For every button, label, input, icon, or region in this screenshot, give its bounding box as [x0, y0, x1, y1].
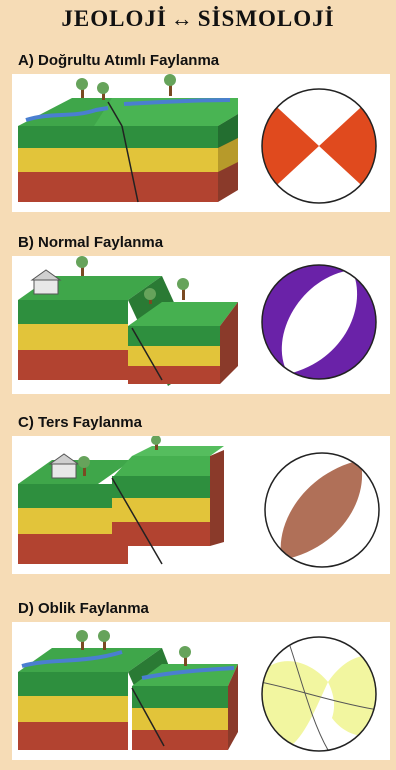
section-label: A) Doğrultu Atımlı Faylanma [18, 52, 219, 69]
double-arrow-icon: ↔ [171, 6, 194, 32]
focal-mechanism-beachball [12, 436, 390, 574]
section-label: C) Ters Faylanma [18, 414, 142, 431]
section-reverse: C) Ters Faylanma [0, 414, 396, 584]
title-geology: JEOLOJİ [61, 6, 166, 32]
section-label: D) Oblik Faylanma [18, 600, 149, 617]
section-panel [12, 256, 390, 394]
focal-mechanism-beachball [12, 256, 390, 394]
title-seismology: SİSMOLOJİ [198, 6, 335, 32]
section-panel [12, 74, 390, 212]
section-panel [12, 436, 390, 574]
focal-mechanism-beachball [12, 74, 390, 212]
diagram-title: JEOLOJİ ↔ SİSMOLOJİ [0, 4, 396, 34]
section-panel [12, 622, 390, 760]
focal-mechanism-beachball [12, 622, 390, 760]
section-oblique: D) Oblik Faylanma [0, 600, 396, 770]
section-strike-slip: A) Doğrultu Atımlı Faylanma [0, 52, 396, 222]
section-normal: B) Normal Faylanma [0, 234, 396, 404]
section-label: B) Normal Faylanma [18, 234, 163, 251]
